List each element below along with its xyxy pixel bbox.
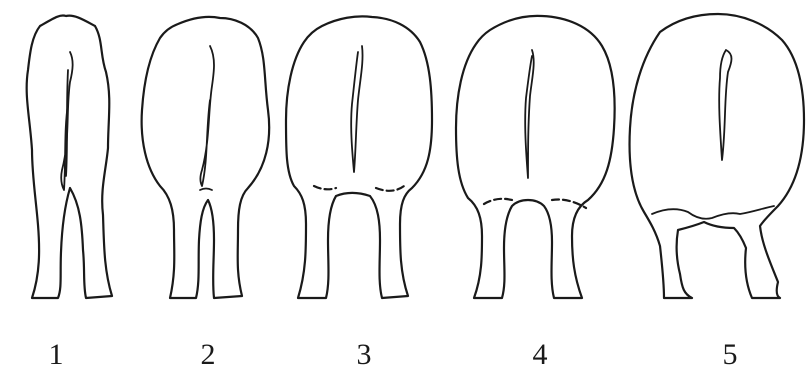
body-outline-5 [630,14,804,298]
animal-rear-view-3 [286,16,432,298]
panel-label-1: 1 [49,338,64,366]
tail-4 [525,50,534,178]
animal-rear-view-1 [27,15,112,298]
animal-rear-view-5 [630,14,804,298]
panel-label-3: 3 [357,338,372,366]
body-outline-3 [286,16,432,298]
hip-line-1 [66,70,68,176]
animal-rear-view-2 [142,17,270,298]
udder-line-5 [652,206,774,219]
hip-dashes-3 [314,186,404,191]
panel-label-4: 4 [533,338,548,366]
tailhead-gap-2 [200,189,212,191]
panel-label-2: 2 [201,338,216,366]
tail-3 [351,46,362,172]
tail-5 [719,50,731,160]
body-outline-4 [456,16,615,298]
animal-rear-view-4 [456,16,615,298]
tail-2 [201,46,215,186]
panel-label-5: 5 [723,338,738,366]
body-outline-1 [27,15,112,298]
